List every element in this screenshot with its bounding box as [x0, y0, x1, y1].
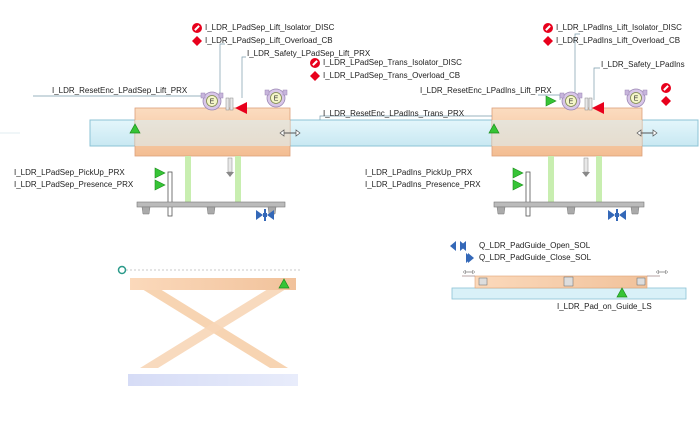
padsep-lift-overload-label: I_LDR_LPadSep_Lift_Overload_CB — [205, 36, 333, 45]
padins-lift-isolator-label: I_LDR_LPadIns_Lift_Isolator_DISC — [556, 23, 682, 32]
scissor-platform — [130, 278, 296, 290]
resetenc-padsep-lift-label: I_LDR_ResetEnc_LPadSep_Lift_PRX — [52, 86, 188, 95]
pad-guide — [474, 275, 648, 289]
padsep-trans-overload-label: I_LDR_LPadSep_Trans_Overload_CB — [323, 71, 461, 80]
safety-padins-label: I_LDR_Safety_LPadIns — [601, 60, 685, 69]
padsep-presence-label: I_LDR_LPadSep_Presence_PRX — [14, 180, 134, 189]
padsep-trans-isolator-label: I_LDR_LPadSep_Trans_Isolator_DISC — [323, 58, 462, 67]
padsep-pickup-label: I_LDR_LPadSep_PickUp_PRX — [14, 168, 125, 177]
padins-pickup-label: I_LDR_LPadIns_PickUp_PRX — [365, 168, 473, 177]
padins-presence-label: I_LDR_LPadIns_Presence_PRX — [365, 180, 481, 189]
padsep-lift-motor — [200, 91, 224, 111]
resetenc-padins-trans-label: I_LDR_ResetEnc_LPadIns_Trans_PRX — [323, 109, 465, 118]
pad-on-guide-label: I_LDR_Pad_on_Guide_LS — [557, 302, 652, 311]
padguide-open-label: Q_LDR_PadGuide_Open_SOL — [479, 241, 591, 250]
safety-padsep-lift-label: I_LDR_Safety_LPadSep_Lift_PRX — [247, 49, 371, 58]
scissor-base — [128, 374, 298, 386]
resetenc-padins-lift-label: I_LDR_ResetEnc_LPadIns_Lift_PRX — [420, 86, 552, 95]
padins-lift-overload-label: I_LDR_LPadIns_Lift_Overload_CB — [556, 36, 681, 45]
padsep-lift-isolator-label: I_LDR_LPadSep_Lift_Isolator_DISC — [205, 23, 335, 32]
padguide-close-label: Q_LDR_PadGuide_Close_SOL — [479, 253, 592, 262]
